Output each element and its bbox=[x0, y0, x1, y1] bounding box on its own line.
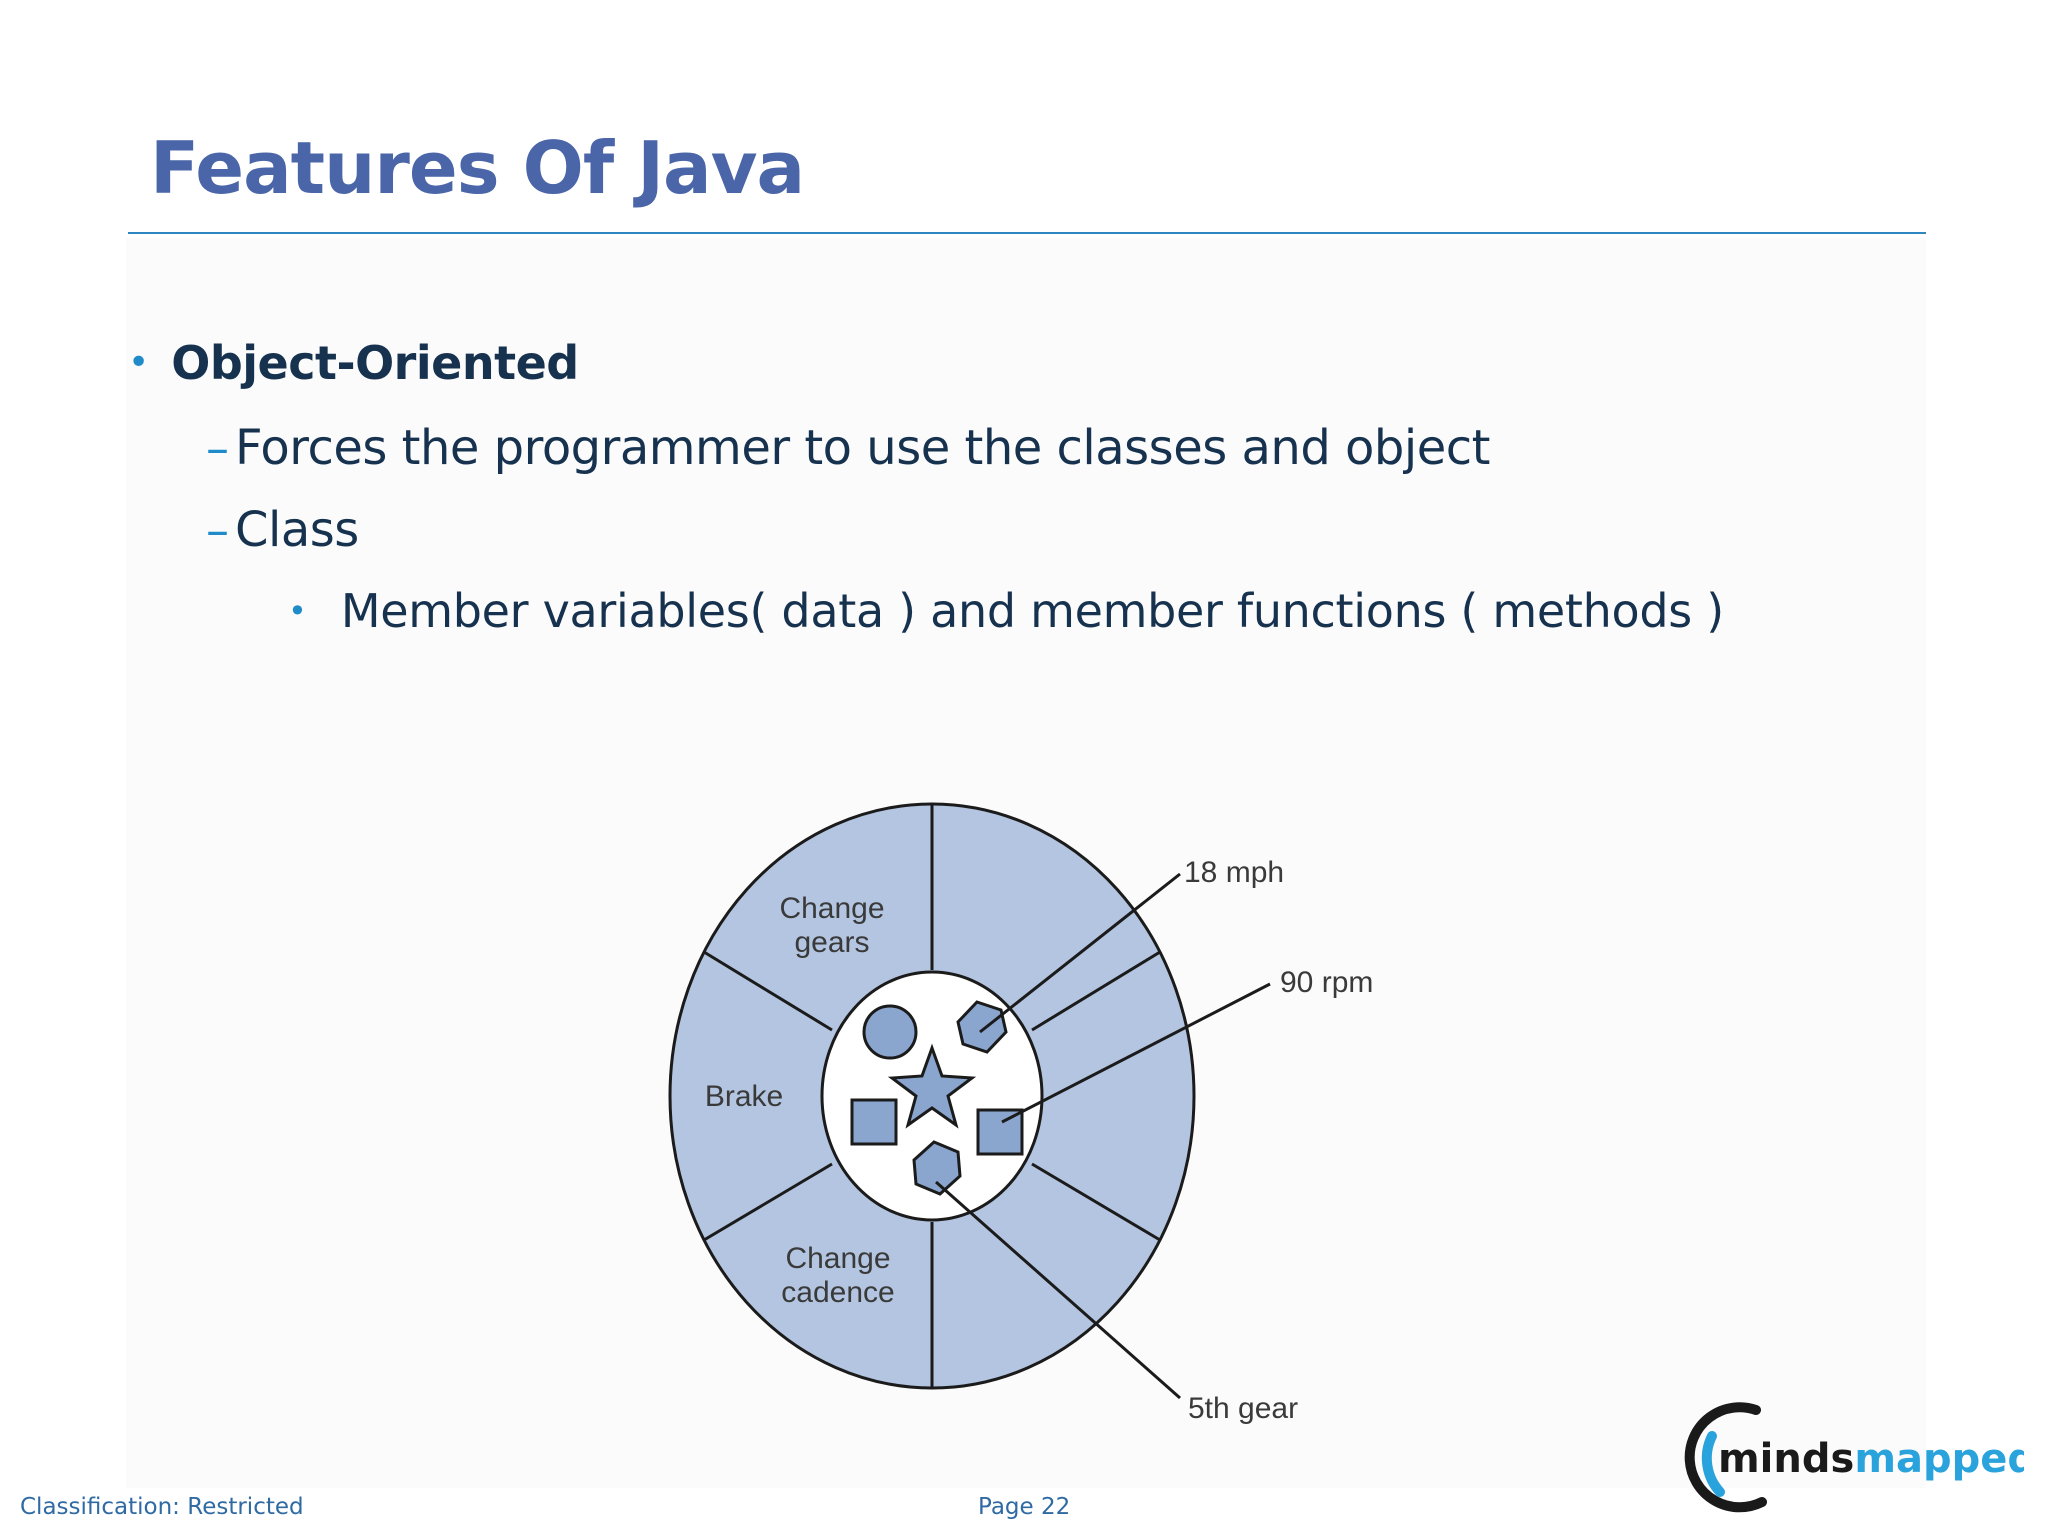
footer-page-number: Page 22 bbox=[978, 1494, 1071, 1520]
bullet-object-oriented: • Object-Oriented bbox=[128, 336, 579, 390]
dash-icon: – bbox=[206, 503, 229, 557]
logo-ring-icon bbox=[1684, 1402, 1767, 1513]
sub-sub-bullet-members: • Member variables( data ) and member fu… bbox=[288, 584, 1724, 638]
square-right-shape-icon bbox=[976, 1108, 1024, 1156]
callout-lines bbox=[935, 872, 1271, 1400]
logo-text-minds: minds bbox=[1718, 1436, 1854, 1482]
sub-bullet-label: Class bbox=[235, 502, 359, 558]
callout-label-speed: 18 mph bbox=[1184, 856, 1284, 889]
circle-shape-icon bbox=[862, 1004, 918, 1060]
bullet-dot-icon: • bbox=[288, 592, 307, 630]
mindsmapped-logo: mindsmapped bbox=[1684, 1402, 2024, 1513]
slide-title: Features Of Java bbox=[150, 126, 805, 210]
star-shape-icon bbox=[887, 1043, 977, 1129]
segment-label-cadence: cadence bbox=[781, 1276, 894, 1309]
segment-label-change: Change bbox=[779, 892, 884, 925]
square-left-shape-icon bbox=[850, 1098, 898, 1146]
bicycle-object-diagram: Change gears Brake Change cadence 18 mph… bbox=[668, 802, 1373, 1425]
segment-label-brake: Brake bbox=[705, 1080, 783, 1113]
svg-text:mindsmapped: mindsmapped bbox=[1718, 1436, 2024, 1482]
sub-bullet-forces: – Forces the programmer to use the class… bbox=[206, 420, 1490, 476]
logo-text-mapped: mapped bbox=[1854, 1436, 2024, 1482]
bullet-label: Object-Oriented bbox=[171, 336, 579, 390]
title-divider bbox=[128, 232, 1926, 234]
hexagon-shape-icon bbox=[956, 1000, 1008, 1054]
sub-sub-bullet-label: Member variables( data ) and member func… bbox=[340, 584, 1724, 638]
hexagon-bottom-shape-icon bbox=[912, 1140, 962, 1196]
sub-bullet-class: – Class bbox=[206, 502, 359, 558]
callout-label-gear: 5th gear bbox=[1188, 1392, 1298, 1425]
logo-ring-accent-icon bbox=[1701, 1431, 1725, 1497]
segment-label-change: Change bbox=[785, 1242, 890, 1275]
sub-bullet-label: Forces the programmer to use the classes… bbox=[235, 420, 1490, 476]
bullet-dot-icon: • bbox=[128, 342, 150, 383]
segment-label-gears: gears bbox=[794, 926, 869, 959]
callout-label-cadence: 90 rpm bbox=[1280, 966, 1373, 999]
segment-dividers bbox=[703, 804, 1161, 1388]
footer-classification: Classification: Restricted bbox=[20, 1494, 304, 1520]
data-shapes bbox=[850, 1000, 1024, 1196]
dash-icon: – bbox=[206, 421, 229, 475]
